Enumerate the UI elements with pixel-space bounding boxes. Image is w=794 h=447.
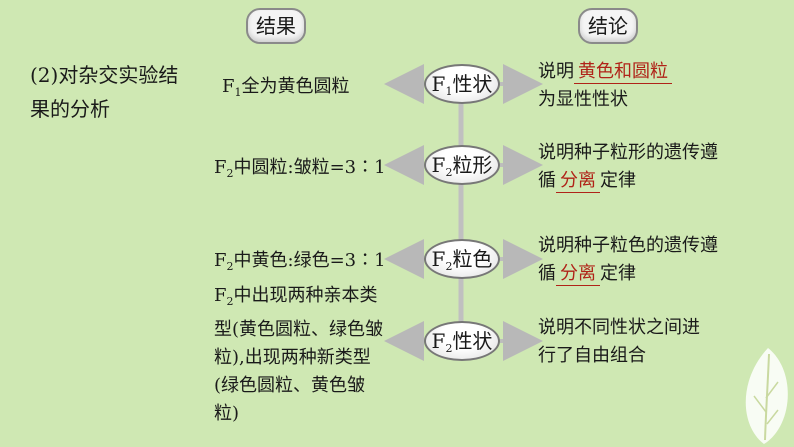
node-f2-shape: F2粒形: [424, 145, 500, 185]
answer-segregation-shape: 分离: [556, 170, 600, 193]
answer-segregation-color: 分离: [556, 263, 600, 286]
answer-dominant-traits: 黄色和圆粒: [574, 61, 672, 84]
section-title: (2)对杂交实验结果的分析: [30, 63, 179, 121]
node-f2-trait: F2性状: [424, 321, 500, 361]
result-row-1: F1全为黄色圆粒: [222, 76, 350, 99]
conclusion-row-2: 说明种子粒形的遗传遵循分离定律: [538, 142, 718, 193]
result-row-2: F2中圆粒:皱粒=3∶1: [214, 157, 386, 180]
node-f2-color: F2粒色: [424, 239, 500, 279]
result-header: 结果: [246, 8, 306, 44]
result-row-4: F2中出现两种亲本类型(黄色圆粒、绿色皱粒),出现两种新类型(绿色圆粒、黄色皱粒…: [214, 285, 384, 424]
conclusion-row-4: 说明不同性状之间进行了自由组合: [538, 317, 700, 366]
conclusion-row-1: 说明黄色和圆粒为显性性状: [538, 58, 738, 114]
conclusion-row-3: 说明种子粒色的遗传遵循分离定律: [538, 235, 718, 286]
result-row-3: F2中黄色:绿色=3∶1: [214, 250, 386, 273]
leaf-icon: [745, 348, 788, 444]
conclusion-header: 结论: [578, 8, 638, 44]
node-f1-trait: F1性状: [424, 64, 500, 104]
